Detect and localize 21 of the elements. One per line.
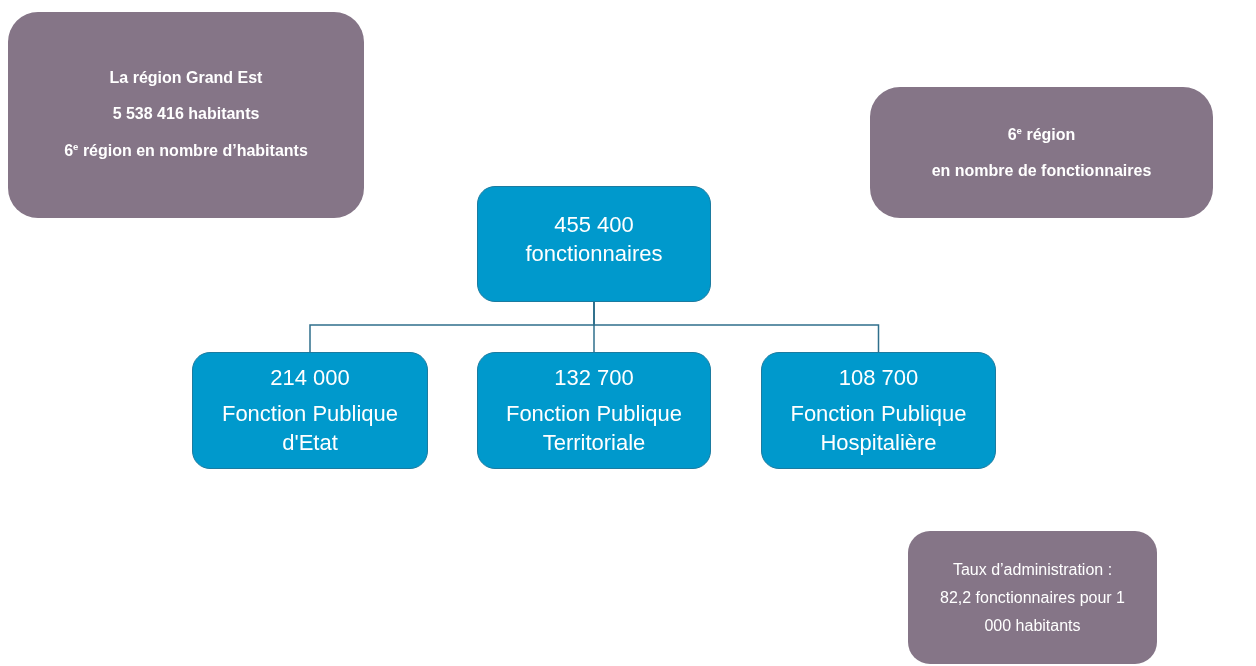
org-box xyxy=(477,186,711,302)
label-text: Fonction Publique d'Etat xyxy=(220,400,400,457)
org-box xyxy=(477,352,711,469)
info-text: La région Grand Est xyxy=(109,69,263,88)
info-card xyxy=(8,12,364,218)
info-text: 6$^{e}$ région en nombre d’habitants xyxy=(64,141,308,161)
info-text: 5 538 416 habitants xyxy=(112,105,260,124)
info-text: en nombre de fonctionnaires xyxy=(931,162,1152,181)
count-text: 214 000 xyxy=(270,363,350,392)
connector-line xyxy=(593,301,880,353)
count-text: 132 700 xyxy=(554,363,634,392)
count-text: 108 700 xyxy=(838,363,919,392)
info-text: Taux d’administration : 82,2 fonctionnaires pour 1 000 habitants xyxy=(939,559,1126,636)
info-card xyxy=(870,87,1213,218)
label-text: Fonction Publique Territoriale xyxy=(504,400,684,457)
label-text: 455 400 fonctionnaires xyxy=(524,211,664,268)
org-box xyxy=(192,352,428,469)
org-box xyxy=(761,352,996,469)
note-card xyxy=(908,531,1157,664)
label-text: Fonction Publique Hospitalière xyxy=(789,400,968,457)
info-text: 6$^{e}$ région xyxy=(1007,124,1076,145)
